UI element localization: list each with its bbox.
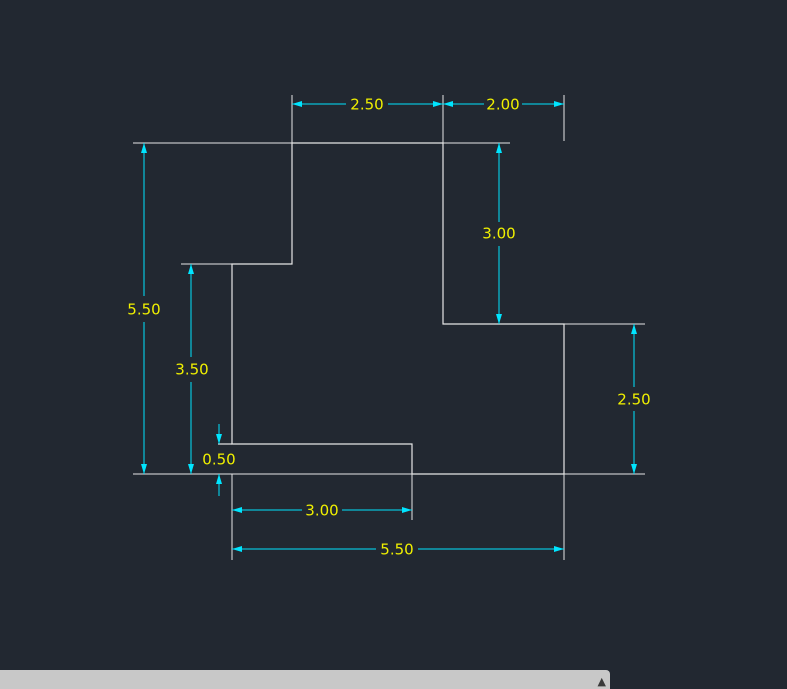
dimension-text: 2.50 (617, 391, 650, 409)
arrowhead (188, 264, 194, 274)
dimension-text: 5.50 (127, 301, 160, 319)
arrowhead (631, 324, 637, 334)
arrowhead (216, 474, 222, 484)
dimension-text: 3.00 (305, 502, 338, 520)
arrowhead (554, 546, 564, 552)
arrowhead (496, 143, 502, 153)
dimension-top-right[interactable]: 2.00 (443, 96, 564, 114)
arrowhead (433, 101, 443, 107)
dimension-text: 5.50 (380, 541, 413, 559)
extension-lines (133, 95, 645, 560)
part-outline (218, 142, 565, 475)
arrowhead (216, 434, 222, 444)
dimension-text: 2.00 (486, 96, 519, 114)
arrowhead (554, 101, 564, 107)
arrowhead (232, 507, 242, 513)
arrowhead (232, 546, 242, 552)
part-outline-path (231, 142, 565, 475)
dimension-text: 3.50 (175, 361, 208, 379)
dimension-right-upper[interactable]: 3.00 (482, 143, 516, 324)
arrowhead (141, 464, 147, 474)
arrowhead (188, 464, 194, 474)
dimension-left-outer[interactable]: 5.50 (127, 143, 161, 474)
dimension-text: 0.50 (202, 451, 235, 469)
arrowhead (141, 143, 147, 153)
dimension-top-left[interactable]: 2.50 (292, 96, 443, 114)
arrowhead (402, 507, 412, 513)
dimension-text: 3.00 (482, 225, 515, 243)
arrowhead (631, 464, 637, 474)
arrowhead (292, 101, 302, 107)
dimension-bottom-outer[interactable]: 5.50 (232, 541, 564, 559)
dimension-small-step[interactable]: 0.50 (202, 424, 236, 496)
dimension-text: 2.50 (350, 96, 383, 114)
command-bar[interactable]: ▲ (0, 670, 610, 689)
arrowhead (443, 101, 453, 107)
dimension-bottom-inner[interactable]: 3.00 (232, 502, 412, 520)
dimension-left-inner[interactable]: 3.50 (175, 264, 209, 474)
arrowhead (496, 314, 502, 324)
caret-up-icon[interactable]: ▲ (597, 675, 606, 688)
dimension-right-lower[interactable]: 2.50 (617, 324, 651, 474)
